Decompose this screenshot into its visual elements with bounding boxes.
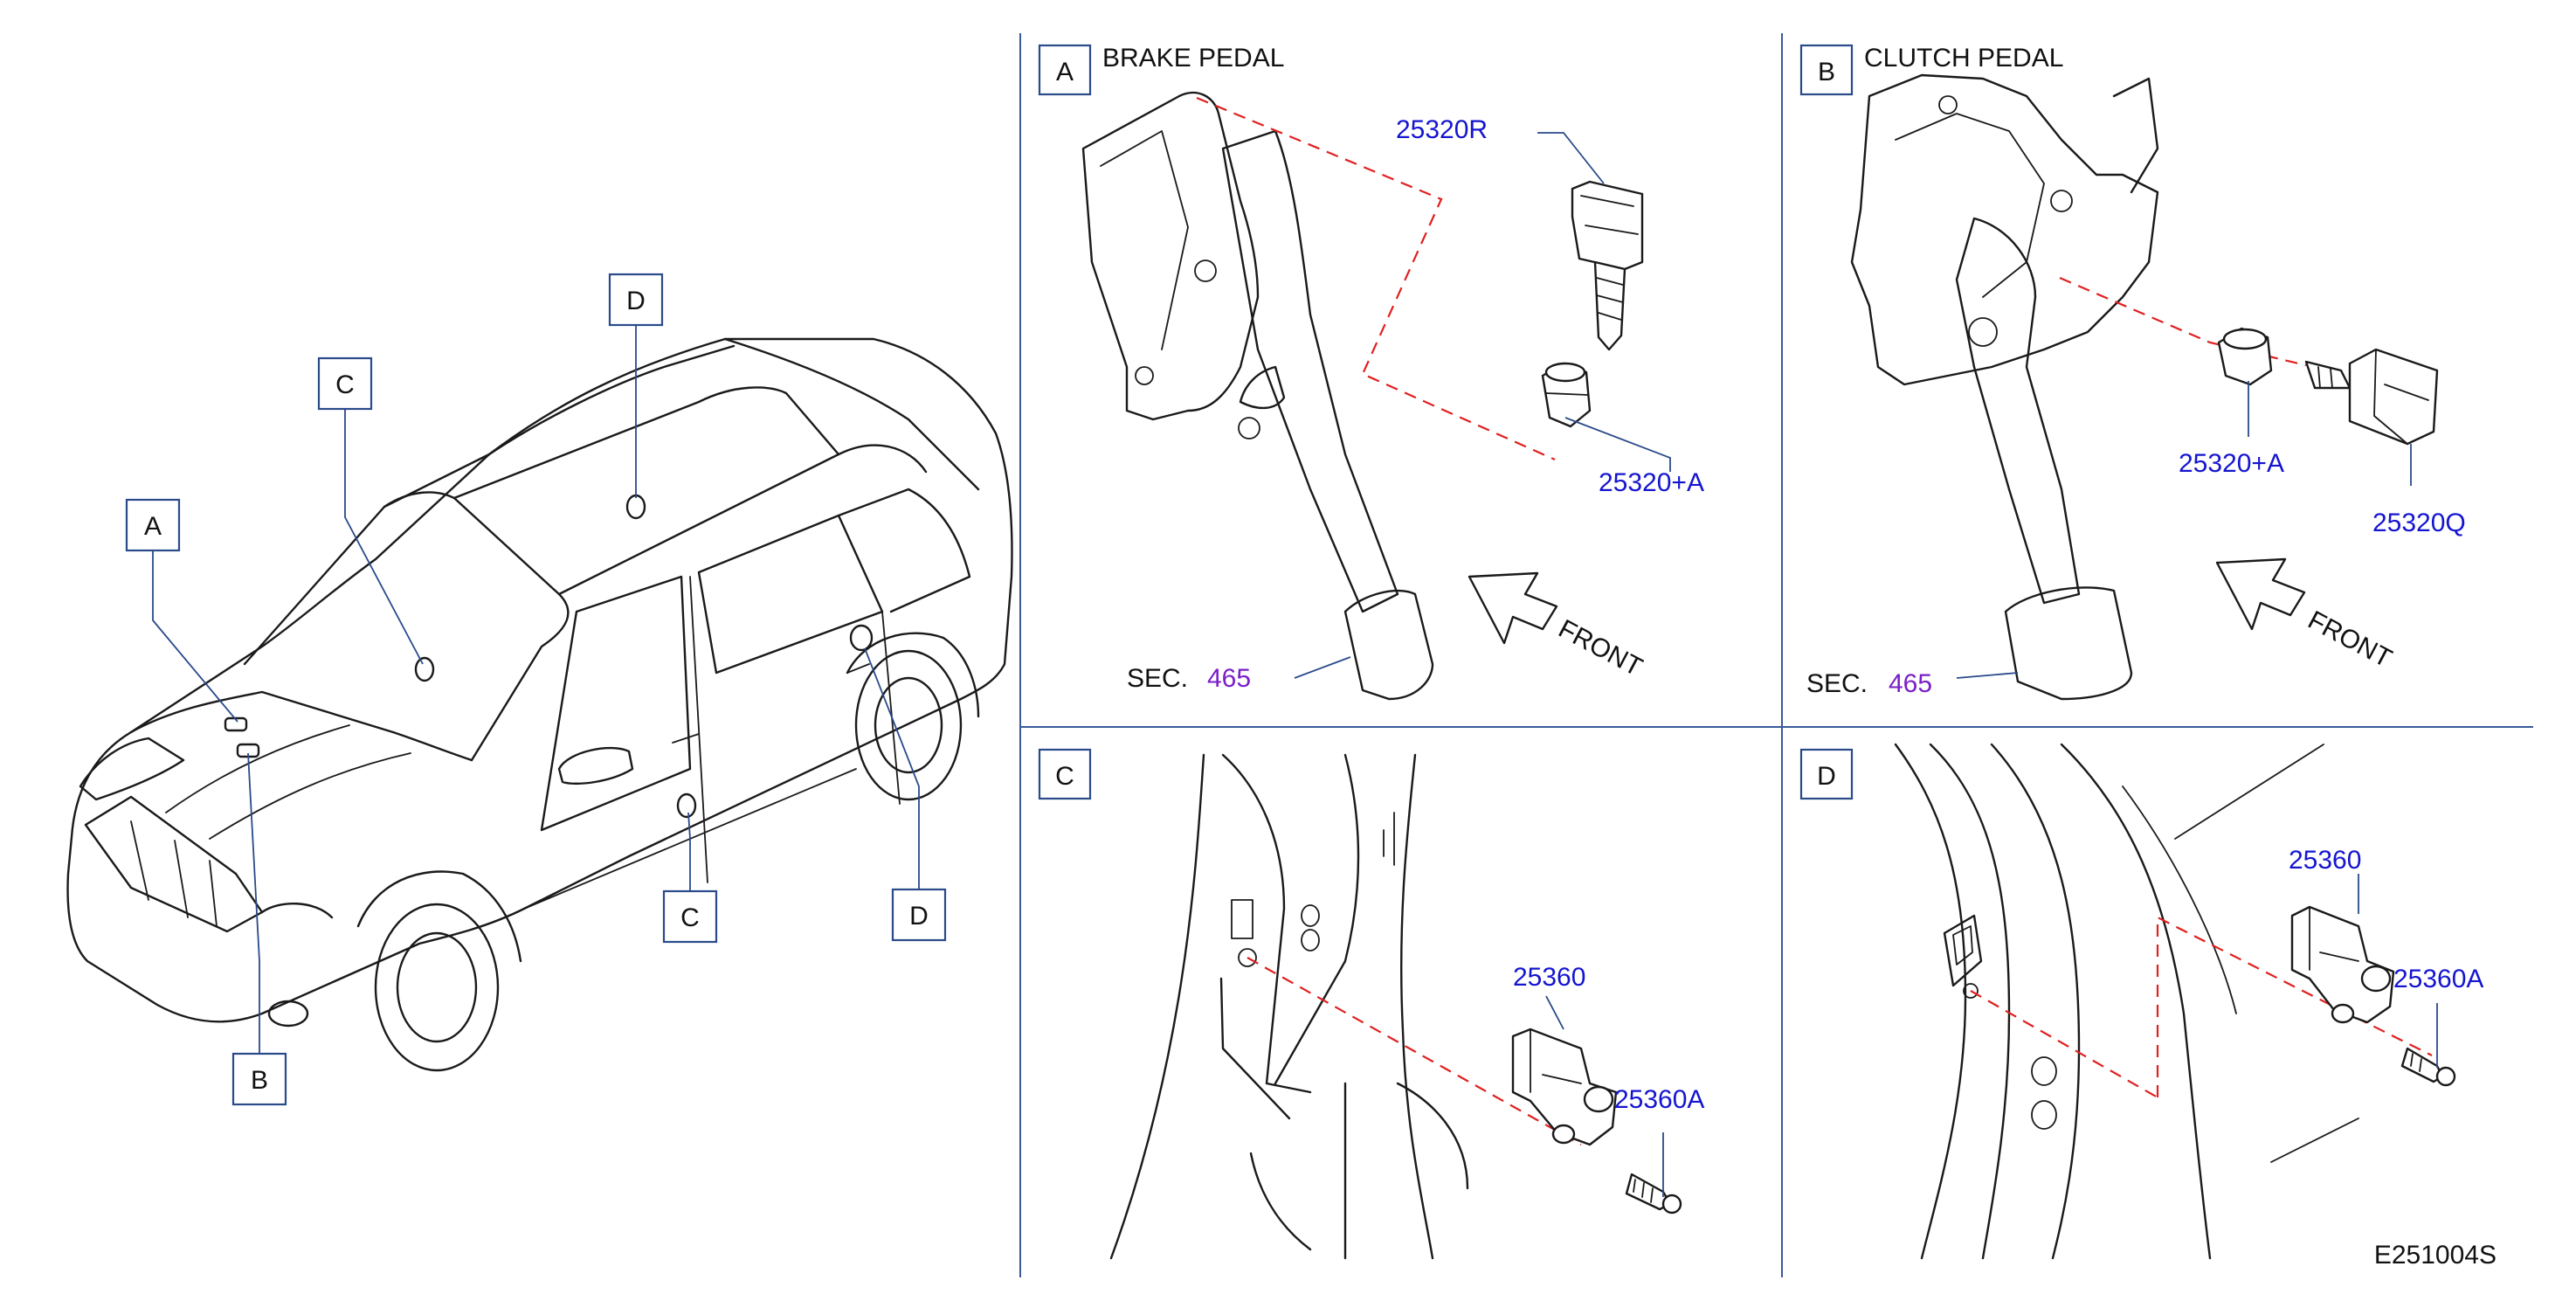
panel-a-brake-pedal: A BRAKE PEDAL 25320R 25320+A SEC. 465: [1038, 44, 1704, 701]
sec-label-a: SEC.: [1127, 664, 1188, 693]
part-number-25320r: 25320R: [1396, 115, 1488, 144]
part-number-25320a-clutch: 25320+A: [2179, 449, 2284, 478]
door-switch-marker-front-lower: [676, 792, 697, 819]
sec-number-a: 465: [1207, 664, 1251, 693]
callout-b-overview: B: [251, 1066, 268, 1095]
part-number-25320q: 25320Q: [2372, 509, 2466, 537]
front-arrow-icon-b: [2215, 557, 2306, 631]
callout-d-overview-lower: D: [909, 902, 929, 931]
part-number-25360-c: 25360: [1513, 963, 1585, 992]
overview-callout-leaders: [152, 325, 920, 1054]
panel-a-label: A: [1056, 58, 1074, 87]
front-label-a: FRONT: [1554, 614, 1647, 682]
door-switch-marker-front: [414, 656, 435, 682]
callout-d-overview-upper: D: [626, 287, 646, 315]
door-switch-marker-rear-lower: [849, 624, 874, 652]
panel-dividers: [1019, 33, 2533, 1277]
front-label-b: FRONT: [2303, 606, 2397, 674]
part-number-25320a-brake: 25320+A: [1599, 468, 1704, 497]
panel-b-label: B: [1818, 58, 1835, 87]
part-number-25360a-d: 25360A: [2393, 965, 2483, 993]
sec-label-b: SEC.: [1806, 669, 1868, 698]
brake-switch-marker: [224, 716, 248, 732]
sec-number-b: 465: [1889, 669, 1932, 698]
part-number-25360a-c: 25360A: [1614, 1085, 1704, 1114]
part-number-25360-d: 25360: [2289, 846, 2361, 875]
vehicle-overview-illustration: [66, 337, 1013, 1072]
front-arrow-icon-a: [1468, 571, 1558, 645]
callout-c-overview-upper: C: [335, 370, 355, 399]
diagram-code: E251004S: [2374, 1241, 2497, 1270]
panel-c-door-switch: C 25360 25360A: [1038, 748, 1704, 1260]
callout-a-overview: A: [144, 512, 162, 541]
callout-c-overview-lower: C: [680, 903, 700, 932]
panel-b-clutch-pedal: B CLUTCH PEDAL 25320+A 25320Q SEC. 465: [1799, 44, 2466, 701]
panel-d-door-switch: D 25360 25360A: [1799, 743, 2483, 1260]
panel-d-label: D: [1817, 762, 1836, 791]
panel-a-title: BRAKE PEDAL: [1102, 44, 1284, 73]
panel-b-title: CLUTCH PEDAL: [1864, 44, 2063, 73]
overview-callouts: A B C C D D: [125, 273, 947, 1106]
panel-c-label: C: [1055, 762, 1074, 791]
door-switch-marker-rear: [625, 494, 646, 520]
